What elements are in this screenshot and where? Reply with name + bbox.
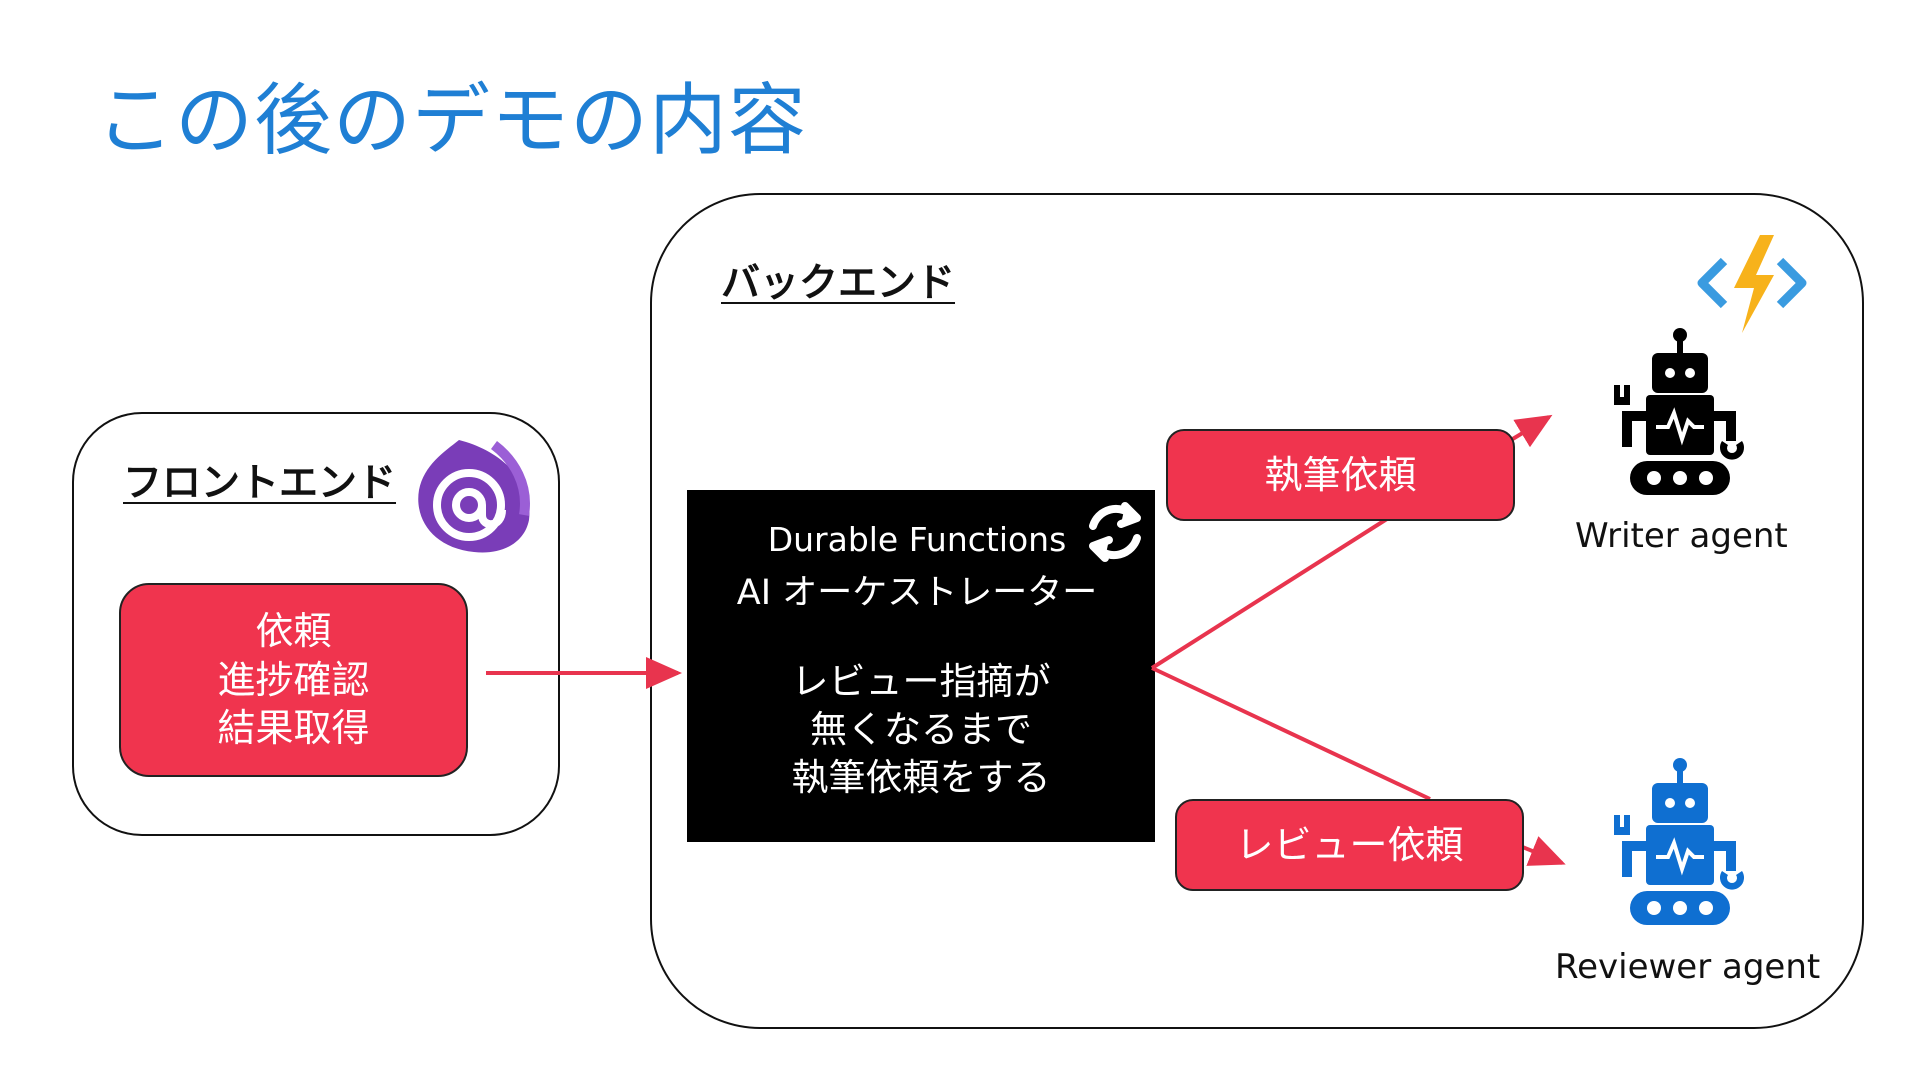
reviewer-agent-label: Reviewer agent	[1555, 947, 1821, 987]
orchestrator-to-write-connector	[1150, 515, 1392, 670]
orchestrator-title: Durable Functions	[767, 520, 1067, 559]
review-to-reviewer-arrow	[1519, 836, 1566, 866]
backend-heading: バックエンド	[721, 261, 956, 306]
request-line-2: 進捗確認	[217, 657, 370, 702]
orchestrator-box: Durable Functions AI オーケストレーター レビュー指摘が 無…	[687, 490, 1155, 842]
orchestrator-desc-line-2: 無くなるまで	[810, 708, 1032, 752]
orchestrator-subtitle: AI オーケストレーター	[736, 573, 1098, 613]
writer-agent-label: Writer agent	[1575, 516, 1788, 556]
frontend-heading: フロントエンド	[123, 461, 397, 506]
orchestrator-desc-line-1: レビュー指摘が	[791, 660, 1051, 703]
slide-title: この後のデモの内容	[96, 76, 808, 166]
write-to-writer-arrow	[1509, 414, 1553, 448]
request-line-3: 結果取得	[217, 706, 370, 751]
orchestrator-to-review-connector	[1151, 666, 1431, 801]
request-box: 依頼 進捗確認 結果取得	[119, 583, 468, 777]
write-request-box: 執筆依頼	[1166, 429, 1515, 521]
review-request-box: レビュー依頼	[1175, 799, 1524, 891]
orchestrator-desc-line-3: 執筆依頼をする	[791, 756, 1051, 800]
orchestrator-description: レビュー指摘が 無くなるまで 執筆依頼をする	[687, 658, 1155, 802]
request-line-1: 依頼	[255, 609, 332, 654]
